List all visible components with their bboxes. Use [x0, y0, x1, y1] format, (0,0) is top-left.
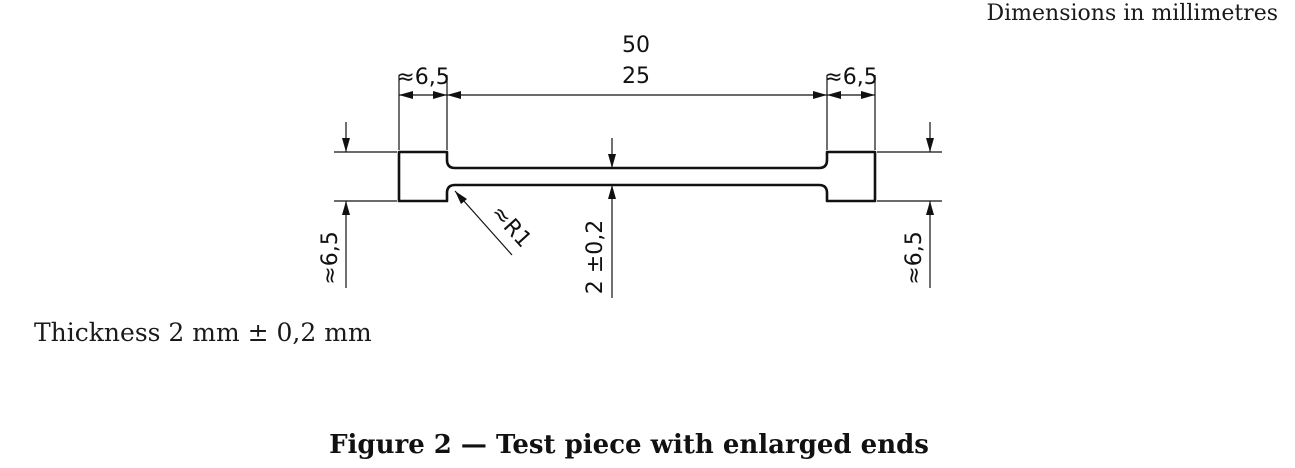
arrowhead	[447, 91, 461, 99]
arrowhead	[455, 191, 467, 204]
arrowhead	[342, 201, 350, 215]
test-piece-drawing: 50 25 ≈6,5 ≈6,5 ≈6,5 ≈6,5 2 ±0,2 ≈R1	[318, 33, 942, 298]
thickness-note: Thickness 2 mm ± 0,2 mm	[34, 318, 372, 347]
arrowhead	[433, 91, 447, 99]
test-piece-outline	[397, 150, 877, 203]
end-width-right-label: ≈6,5	[902, 231, 927, 284]
end-length-left-label: ≈6,5	[396, 65, 449, 90]
overall-length-label: 50	[622, 33, 650, 58]
narrow-width-label: 2 ±0,2	[583, 220, 608, 294]
arrowhead	[608, 154, 616, 168]
end-width-left-label: ≈6,5	[318, 231, 343, 284]
arrowhead	[813, 91, 827, 99]
arrowhead	[342, 138, 350, 152]
arrowhead	[926, 138, 934, 152]
end-length-right-label: ≈6,5	[824, 65, 877, 90]
arrowhead	[608, 185, 616, 199]
arrowhead	[926, 201, 934, 215]
arrowhead	[861, 91, 875, 99]
radius-leader-line	[454, 190, 513, 256]
narrow-length-label: 25	[622, 64, 650, 89]
radius-label: ≈R1	[486, 201, 537, 253]
arrowhead	[399, 91, 413, 99]
figure-caption: Figure 2 — Test piece with enlarged ends	[329, 430, 929, 460]
units-note: Dimensions in millimetres	[986, 1, 1279, 26]
arrowhead	[827, 91, 841, 99]
